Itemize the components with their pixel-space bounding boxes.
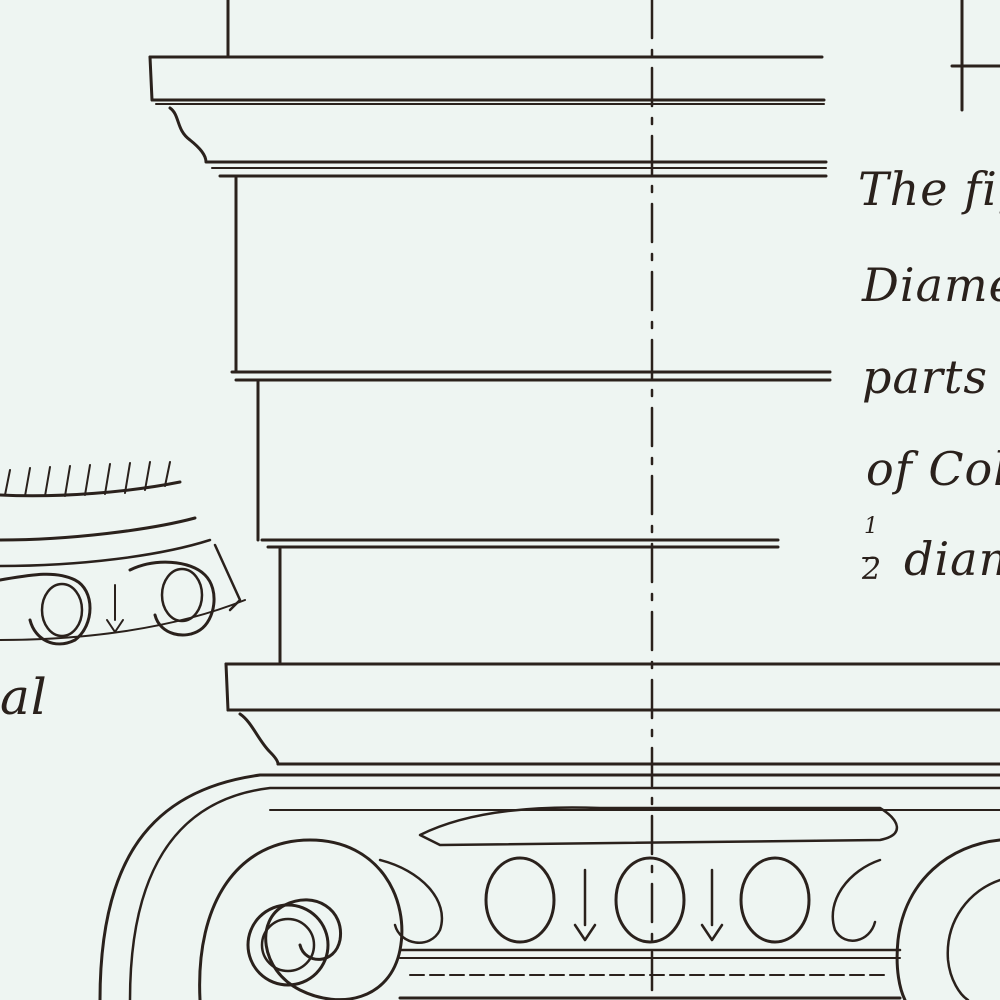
left-volute-spiral xyxy=(200,840,402,1000)
abacus xyxy=(226,664,1000,764)
dimension-box xyxy=(952,0,1000,110)
capital-detail-fragment xyxy=(0,462,245,644)
right-volute-spiral xyxy=(897,840,1000,1000)
upper-moulding xyxy=(150,57,826,176)
annotation-line-2: Diamet xyxy=(862,258,1000,312)
annotation-line-5-text: diam xyxy=(904,532,1000,586)
annotation-line-4: of Colu xyxy=(866,442,1000,496)
fraction-numerator: 1 xyxy=(864,514,878,539)
fraction-bar: – xyxy=(861,539,876,574)
annotation-line-3: parts / xyxy=(862,350,1000,404)
stepped-fascia xyxy=(232,178,830,662)
fraction-denominator: 2 xyxy=(862,552,882,587)
egg-and-dart-band xyxy=(380,807,900,998)
side-label: al xyxy=(0,668,48,726)
annotation-line-1: The fig xyxy=(858,162,1000,216)
volute-capital xyxy=(100,775,1000,1000)
